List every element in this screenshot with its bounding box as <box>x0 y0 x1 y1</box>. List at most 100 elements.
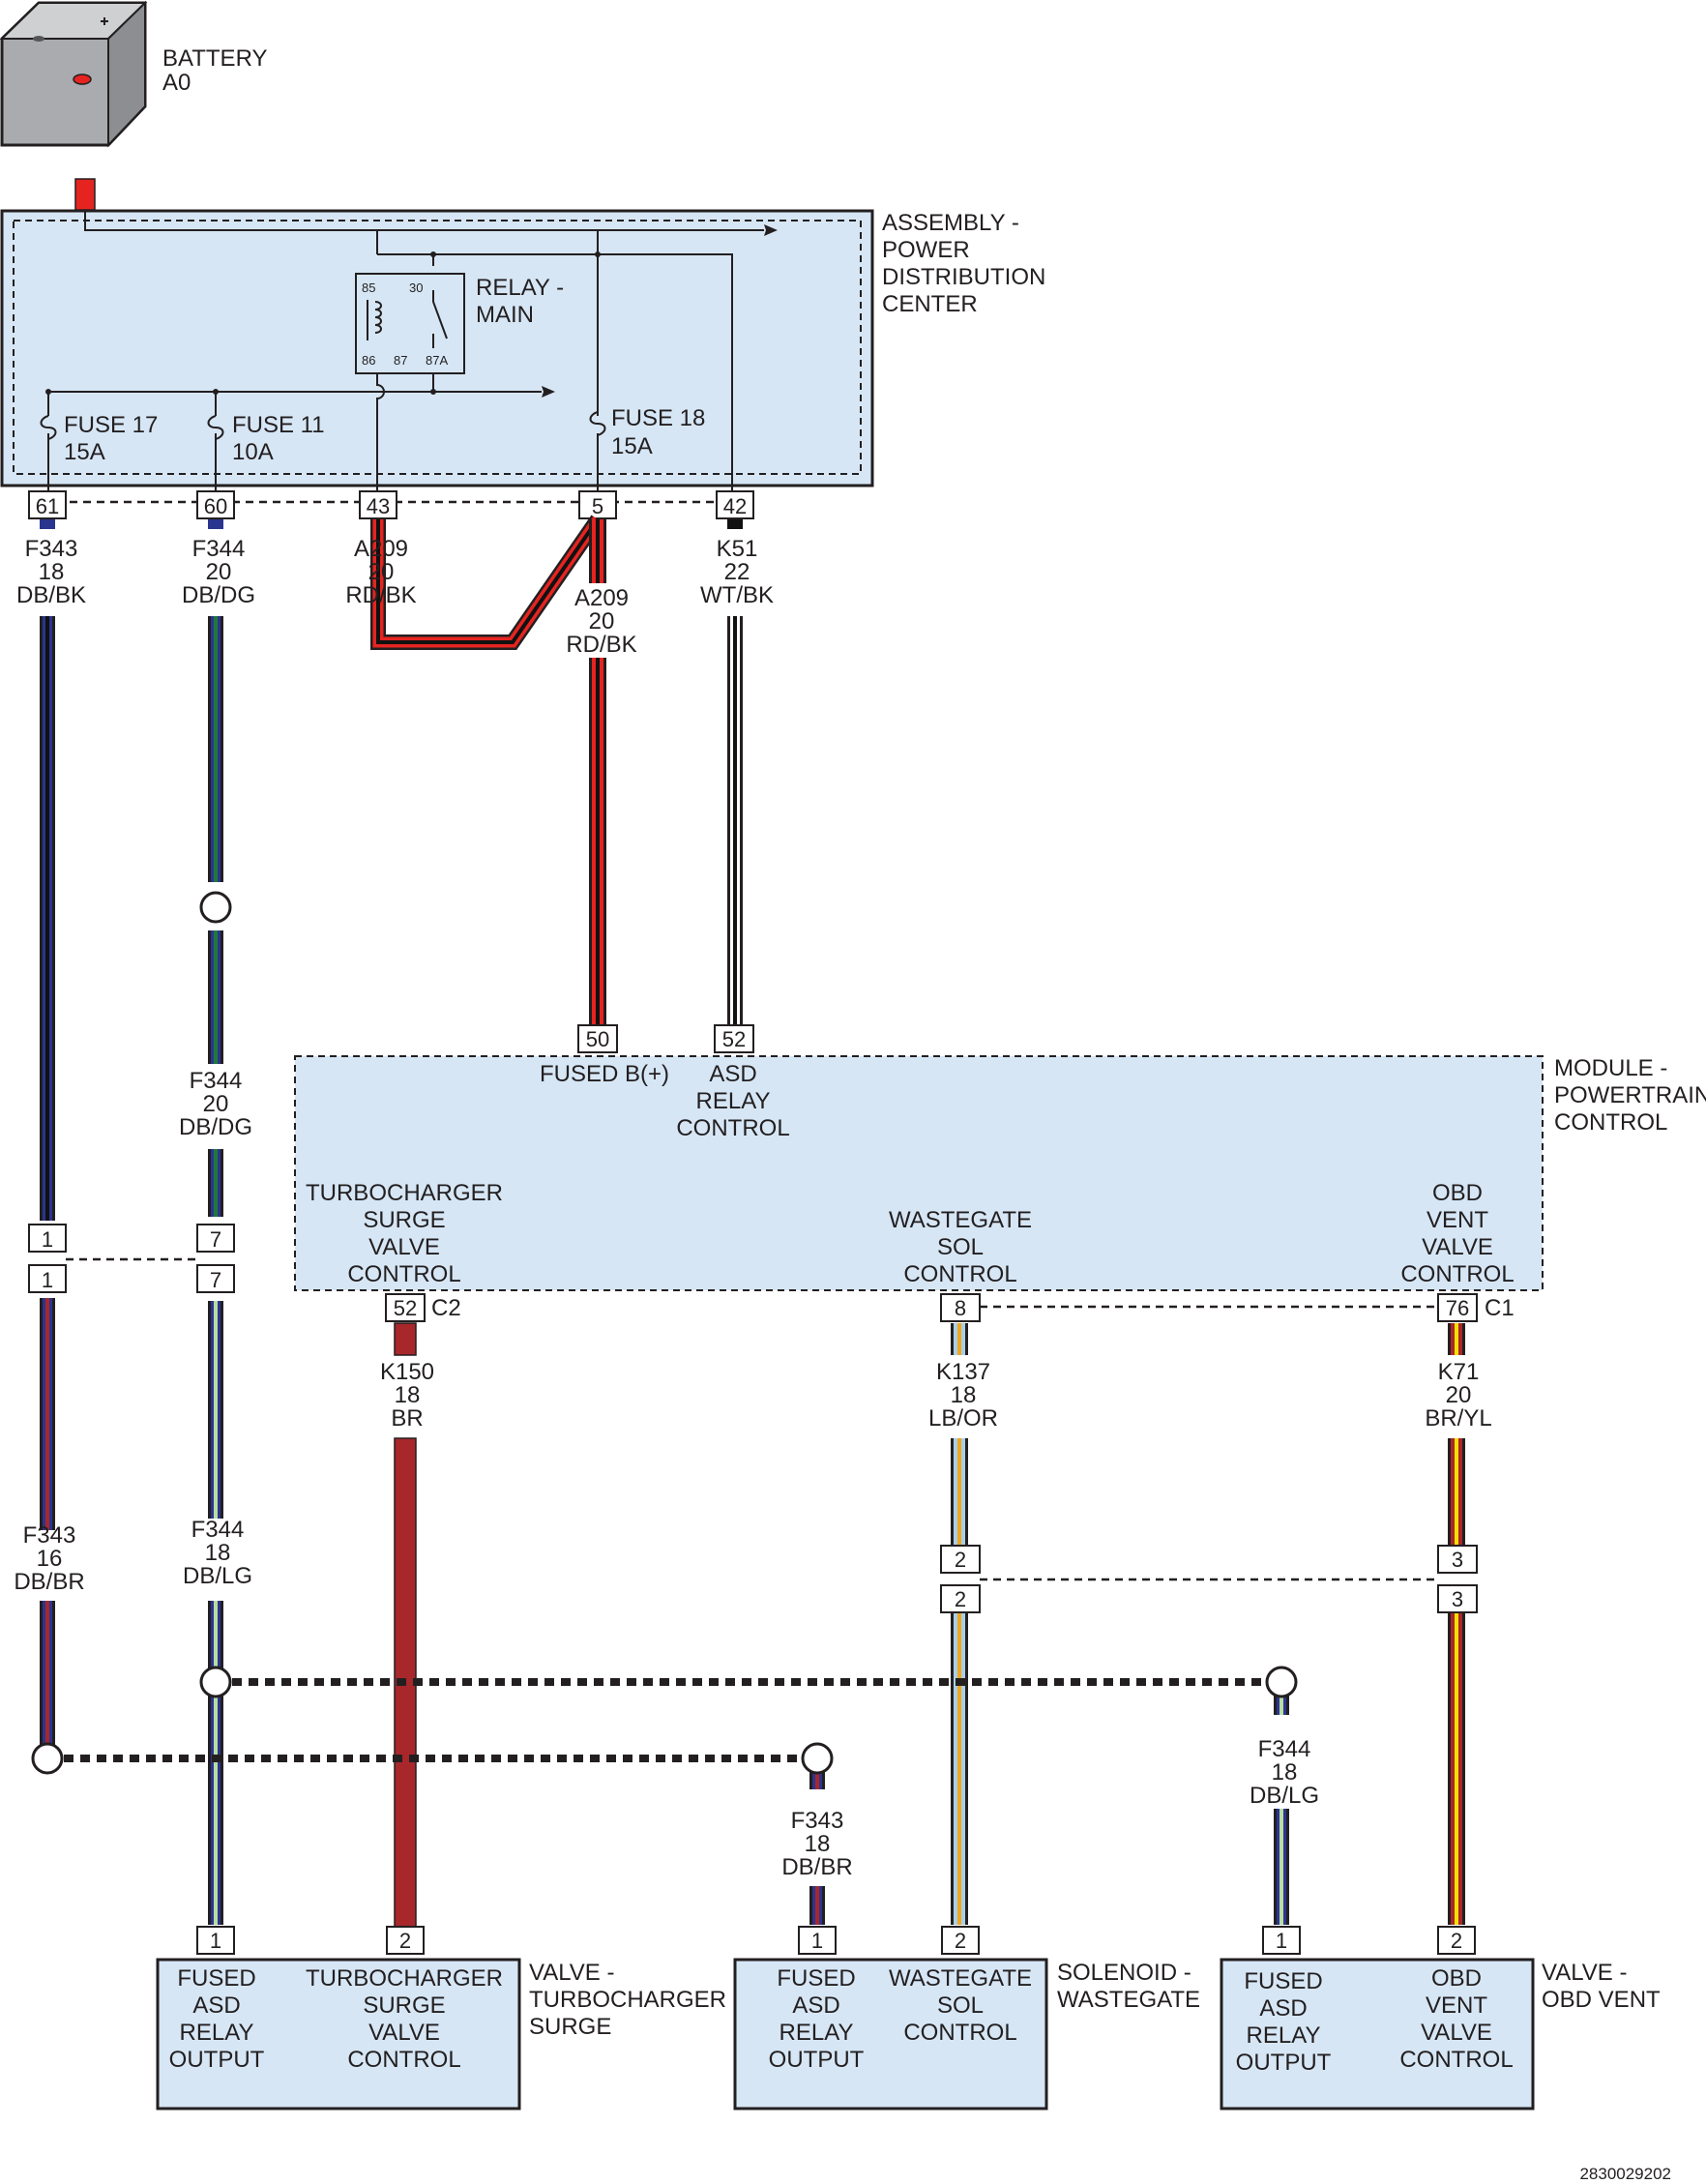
wire-splice-f344 <box>1274 1696 1289 1925</box>
relay-pin: 86 <box>362 353 375 368</box>
wire-circuit: K150 <box>380 1359 434 1385</box>
wire-label-splice-f343: F343 18 DB/BR <box>781 1808 852 1880</box>
inline-pin: 7 <box>210 1227 221 1252</box>
relay-pin: 30 <box>409 280 423 295</box>
pcm-pin: 50 <box>586 1027 609 1051</box>
component-wastegate-solenoid <box>733 1926 1048 2110</box>
component-pin-label: CONTROL <box>1399 2047 1513 2073</box>
inline-pin: 1 <box>42 1227 53 1252</box>
pcm-asd-label: RELAY <box>696 1088 771 1114</box>
component-pin-label: WASTEGATE <box>889 1965 1032 1992</box>
wire-circuit: F343 <box>791 1808 844 1834</box>
component-pin-label: VENT <box>1426 1992 1487 2019</box>
component-name: OBD VENT <box>1542 1987 1661 2013</box>
component-pin-label: FUSED <box>1244 1968 1322 1994</box>
pcm-connector-id: C2 <box>431 1295 461 1321</box>
wire-f344-db-dg <box>208 519 223 1217</box>
pdc-title-line: DISTRIBUTION <box>882 264 1045 290</box>
wire-label-a209-left: A209 20 RD/BK <box>345 536 416 608</box>
wire-f344-db-lg <box>208 1301 223 1925</box>
pcm-output-label: VENT <box>1427 1207 1488 1233</box>
wire-k51-wt-bk <box>727 519 743 1025</box>
inline-pin: 1 <box>42 1268 53 1292</box>
component-pin-label: OUTPUT <box>769 2047 865 2073</box>
fuse-name: FUSE 11 <box>232 412 325 438</box>
component-pin-label: FUSED <box>777 1965 855 1992</box>
pdc-title-line: POWER <box>882 237 970 263</box>
fuse-name: FUSE 18 <box>611 405 705 431</box>
wire-color: DB/DG <box>182 582 255 608</box>
pcm-title: MODULE - POWERTRAIN CONTROL <box>1554 1055 1706 1136</box>
inline-connector-left <box>28 1224 235 1293</box>
component-pin-label: CONTROL <box>347 2047 460 2073</box>
pcm-pin: 52 <box>722 1027 746 1051</box>
pcm-pin: 76 <box>1446 1296 1469 1320</box>
pdc-title-line: ASSEMBLY - <box>882 210 1019 236</box>
pdc-internal-wiring <box>45 211 778 493</box>
component-pin-label: RELAY <box>180 2020 254 2046</box>
wire-color: DB/DG <box>179 1114 252 1140</box>
battery-ref: A0 <box>162 70 191 96</box>
pcm-output-label: CONTROL <box>347 1261 460 1287</box>
component-name: TURBOCHARGER <box>529 1987 726 2013</box>
wire-circuit: F344 <box>190 1068 243 1094</box>
component-name: SURGE <box>529 2014 611 2040</box>
pcm-output-label: CONTROL <box>1400 1261 1514 1287</box>
component-pin-label: OUTPUT <box>169 2047 265 2073</box>
wire-label-splice-f344: F344 18 DB/LG <box>1250 1736 1319 1809</box>
wire-color: RD/BK <box>566 632 636 658</box>
pcm-asd-label: ASD <box>709 1061 756 1087</box>
wire-gauge: 22 <box>724 559 750 585</box>
splice-node <box>1265 1666 1298 1698</box>
pdc-pin-label: 5 <box>592 494 603 518</box>
wire-f343-db-br <box>40 1298 55 1751</box>
pcm-output-label: OBD <box>1432 1180 1483 1206</box>
component-pin-label: OBD <box>1431 1965 1482 1992</box>
wire-a209-main <box>589 519 606 1025</box>
inline-pin: 3 <box>1452 1587 1463 1611</box>
pdc-inner-border <box>13 220 862 475</box>
component-pin-label: CONTROL <box>903 2020 1016 2046</box>
pcm-output-label: SOL <box>937 1234 984 1260</box>
pdc-title: ASSEMBLY - POWER DISTRIBUTION CENTER <box>882 210 1045 317</box>
splice-node <box>801 1742 834 1775</box>
inline-pin: 3 <box>1452 1548 1463 1572</box>
wire-f343-db-bk <box>40 519 55 1221</box>
wire-gauge: 18 <box>205 1540 231 1566</box>
wire-gauge: 20 <box>1446 1382 1472 1408</box>
component-pin: 2 <box>955 1929 966 1953</box>
inline-pin: 2 <box>955 1548 966 1572</box>
pcm-fused-label: FUSED B(+) <box>540 1061 669 1087</box>
wire-circuit: A209 <box>574 585 629 611</box>
wire-a209-jumper <box>370 515 604 650</box>
component-pin-label: FUSED <box>177 1965 255 1992</box>
wire-label-f344-lower: F344 18 DB/LG <box>183 1517 252 1589</box>
wire-color: RD/BK <box>345 582 416 608</box>
fuse-name: FUSE 17 <box>64 412 158 438</box>
diagram-id: 2830029202 <box>1579 2165 1671 2183</box>
component-pin-label: SOL <box>937 1992 984 2019</box>
wire-color: BR <box>391 1405 423 1431</box>
wire-label-k71: K71 20 BR/YL <box>1425 1359 1491 1431</box>
pdc-pin-label: 61 <box>36 494 59 518</box>
wire-circuit: K51 <box>717 536 758 562</box>
pcm-output-label: CONTROL <box>903 1261 1016 1287</box>
inline-connector-right <box>940 1545 1478 1613</box>
wire-gauge: 18 <box>805 1831 831 1857</box>
pcm-box <box>294 1055 1544 1291</box>
wire-color: DB/BR <box>14 1569 84 1595</box>
wire-circuit: K71 <box>1438 1359 1480 1385</box>
wire-label-k51: K51 22 WT/BK <box>700 536 774 608</box>
component-pin-label: TURBOCHARGER <box>306 1965 503 1992</box>
wire-label-f344-top: F344 20 DB/DG <box>182 536 255 608</box>
pcm-output-label: WASTEGATE <box>889 1207 1032 1233</box>
component-pin-label: ASD <box>1259 1995 1307 2022</box>
wire-label-f343-lower: F343 16 DB/BR <box>14 1522 84 1595</box>
pcm-bottom-pins <box>385 1293 1478 1322</box>
relay-pin: 85 <box>362 280 375 295</box>
wire-gauge: 20 <box>368 559 395 585</box>
component-name: VALVE - <box>529 1960 614 1986</box>
component-pin: 1 <box>811 1929 823 1953</box>
component-pin-label: SURGE <box>363 1992 445 2019</box>
pcm-output-label: TURBOCHARGER <box>306 1180 503 1206</box>
